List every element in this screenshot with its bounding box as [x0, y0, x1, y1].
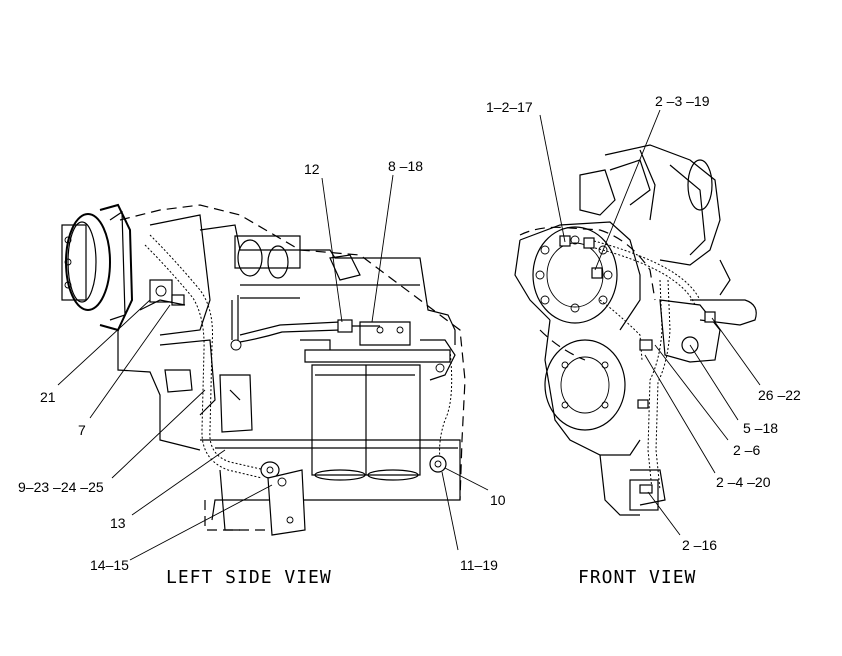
front-view-drawing	[514, 144, 757, 516]
callout-13: 13	[110, 515, 126, 531]
callout-8-18: 8 –18	[388, 158, 423, 174]
callout-7: 7	[78, 422, 86, 438]
callout-21: 21	[40, 389, 56, 405]
front-view-title: FRONT VIEW	[578, 567, 696, 588]
callout-labels: 12 8 –18 21 7 9–23 –24 –25 13 14–15 11–1…	[18, 93, 801, 573]
callout-2-16: 2 –16	[682, 537, 717, 553]
callout-26-22: 26 –22	[758, 387, 801, 403]
leader-lines	[57, 109, 761, 561]
callout-2-3-19: 2 –3 –19	[655, 93, 710, 109]
callout-12: 12	[304, 161, 320, 177]
callout-11-19: 11–19	[460, 557, 498, 573]
callout-1-2-17: 1–2–17	[486, 99, 533, 115]
callout-10: 10	[490, 492, 506, 508]
callout-9-23-24-25: 9–23 –24 –25	[18, 479, 104, 495]
callout-5-18: 5 –18	[743, 420, 778, 436]
callout-14-15: 14–15	[90, 557, 129, 573]
callout-2-4-20: 2 –4 –20	[716, 474, 771, 490]
callout-2-6: 2 –6	[733, 442, 760, 458]
left-side-view-drawing	[61, 203, 466, 536]
left-side-view-title: LEFT SIDE VIEW	[166, 567, 332, 588]
